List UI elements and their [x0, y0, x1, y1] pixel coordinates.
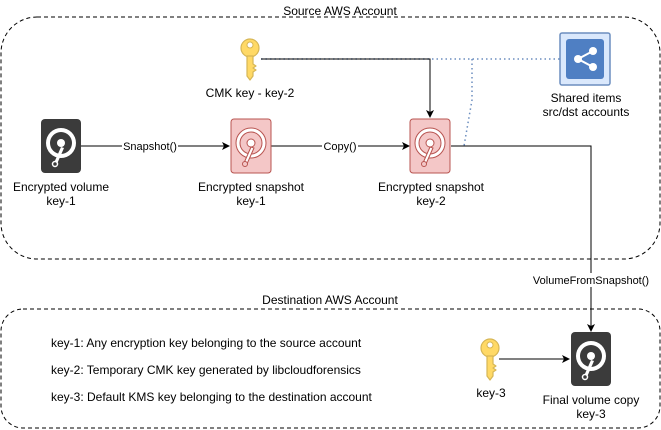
final-volume-node: Final volume copy key-3 — [543, 331, 640, 421]
destination-account-title: Destination AWS Account — [262, 293, 398, 307]
hard-disk-icon — [570, 331, 612, 387]
encrypted-volume-key: key-1 — [46, 194, 76, 208]
snapshot-disk-icon — [409, 118, 451, 174]
encrypted-volume-label: Encrypted volume — [13, 180, 109, 194]
final-volume-key: key-3 — [576, 407, 606, 421]
key3-label: key-3 — [476, 386, 506, 400]
shared-items-accounts: src/dst accounts — [543, 105, 630, 119]
legend-item: key-2: Temporary CMK key generated by li… — [51, 363, 361, 377]
final-volume-label: Final volume copy — [543, 393, 640, 407]
legend-item: key-3: Default KMS key belonging to the … — [51, 390, 373, 404]
encrypted-snapshot-key2-key: key-2 — [416, 194, 446, 208]
encrypted-snapshot-key1-key: key-1 — [236, 194, 266, 208]
key-icon — [480, 338, 500, 381]
hard-disk-icon — [40, 118, 82, 174]
cmk-key-label: CMK key - key-2 — [206, 86, 295, 100]
legend-item: key-1: Any encryption key belonging to t… — [51, 336, 362, 350]
destination-account-container — [0, 308, 661, 429]
cmk-key-node: CMK key - key-2 — [206, 38, 295, 100]
cmk-key-edge — [261, 58, 434, 118]
key-legend: key-1: Any encryption key belonging to t… — [51, 336, 373, 404]
copy-edge-label: Copy() — [323, 141, 356, 153]
encrypted-snapshot-key1-label: Encrypted snapshot — [198, 180, 305, 194]
encrypted-snapshot-key2-label: Encrypted snapshot — [378, 180, 485, 194]
source-account-title: Source AWS Account — [283, 4, 397, 18]
share-icon — [559, 32, 611, 86]
volume-from-snapshot-edge — [451, 145, 595, 332]
shared-items-node: Shared items src/dst accounts — [543, 32, 630, 119]
shared-items-label: Shared items — [551, 91, 622, 105]
snapshot-disk-icon — [230, 118, 272, 174]
snapshot-edge-label: Snapshot() — [123, 141, 177, 153]
encrypted-snapshot-key1-node: Encrypted snapshot key-1 — [198, 118, 305, 208]
source-account-container — [0, 16, 661, 260]
key-icon — [240, 38, 260, 81]
key3-node: key-3 — [476, 338, 506, 400]
encrypted-volume-node: Encrypted volume key-1 — [13, 118, 109, 208]
volume-from-snapshot-label: VolumeFromSnapshot() — [533, 275, 649, 287]
encrypted-snapshot-key2-node: Encrypted snapshot key-2 — [378, 118, 485, 208]
